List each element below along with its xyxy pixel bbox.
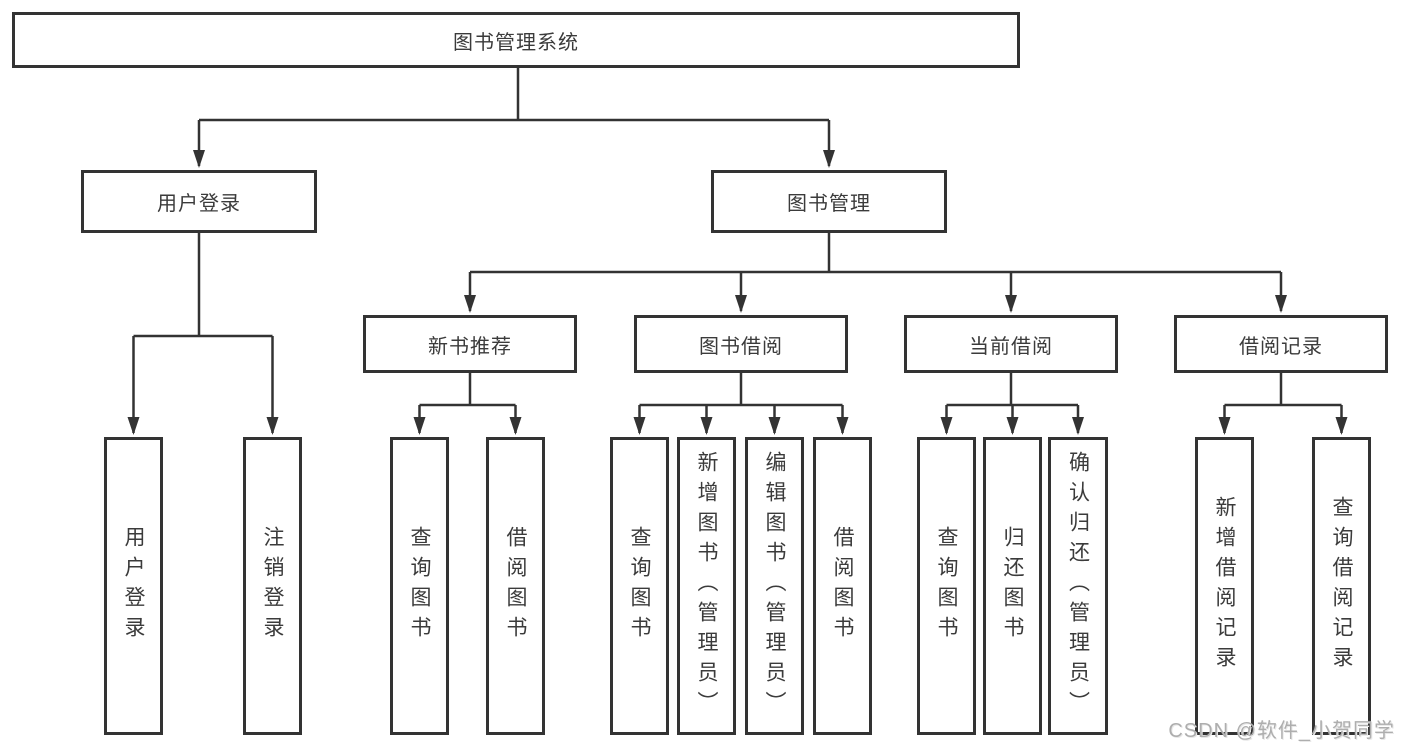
node-root-system: 图书管理系统 (12, 12, 1020, 68)
connector-line (470, 233, 1281, 274)
leaf-query-book-2: 查询图书 (610, 437, 669, 735)
node-label: 新增图书（管理员） (695, 451, 718, 721)
node-new-book-recommend: 新书推荐 (363, 315, 577, 373)
csdn-watermark: CSDN @软件_小贺同学 (1168, 720, 1395, 742)
connector-line (133, 233, 273, 338)
node-borrow-record: 借阅记录 (1174, 315, 1388, 373)
node-label: 确认归还（管理员） (1066, 451, 1090, 721)
leaf-query-borrow-record: 查询借阅记录 (1312, 437, 1371, 735)
node-label: 编辑图书（管理员） (763, 451, 786, 721)
node-label: 新增借阅记录 (1213, 496, 1236, 676)
leaf-query-book-1: 查询图书 (390, 437, 449, 735)
leaf-borrow-book-2: 借阅图书 (813, 437, 872, 735)
leaf-add-borrow-record: 新增借阅记录 (1195, 437, 1254, 735)
node-current-borrow: 当前借阅 (904, 315, 1118, 373)
node-label: 图书管理系统 (453, 31, 579, 54)
node-label: 查询图书 (628, 526, 651, 646)
node-user-login: 用户登录 (81, 170, 317, 233)
leaf-user-login: 用户登录 (104, 437, 163, 735)
node-label: 用户登录 (157, 193, 241, 215)
connector-line (1224, 373, 1342, 407)
node-label: 注销登录 (261, 526, 284, 646)
node-label: 当前借阅 (969, 335, 1053, 358)
node-label: 用户登录 (122, 526, 145, 646)
leaf-edit-book-admin: 编辑图书（管理员） (745, 437, 804, 735)
node-book-borrow: 图书借阅 (634, 315, 848, 373)
connector-line (419, 373, 516, 407)
leaf-logout: 注销登录 (243, 437, 302, 735)
connector-line (639, 373, 843, 407)
node-label: 借阅图书 (831, 526, 854, 646)
node-label: 借阅记录 (1239, 335, 1323, 358)
node-label: 查询图书 (935, 526, 958, 646)
node-label: 图书管理 (787, 193, 871, 215)
node-label: 新书推荐 (428, 335, 512, 358)
node-label: 查询图书 (408, 526, 431, 646)
leaf-borrow-book-1: 借阅图书 (486, 437, 545, 735)
leaf-confirm-return-admin: 确认归还（管理员） (1048, 437, 1108, 735)
node-label: 图书借阅 (699, 335, 783, 358)
node-label: 借阅图书 (504, 526, 527, 646)
connector-line (199, 68, 829, 122)
node-label: 查询借阅记录 (1330, 496, 1353, 676)
node-book-management: 图书管理 (711, 170, 947, 233)
node-label: 归还图书 (1001, 526, 1024, 646)
leaf-query-book-3: 查询图书 (917, 437, 976, 735)
connector-line (946, 373, 1078, 407)
leaf-return-book: 归还图书 (983, 437, 1042, 735)
leaf-add-book-admin: 新增图书（管理员） (677, 437, 736, 735)
